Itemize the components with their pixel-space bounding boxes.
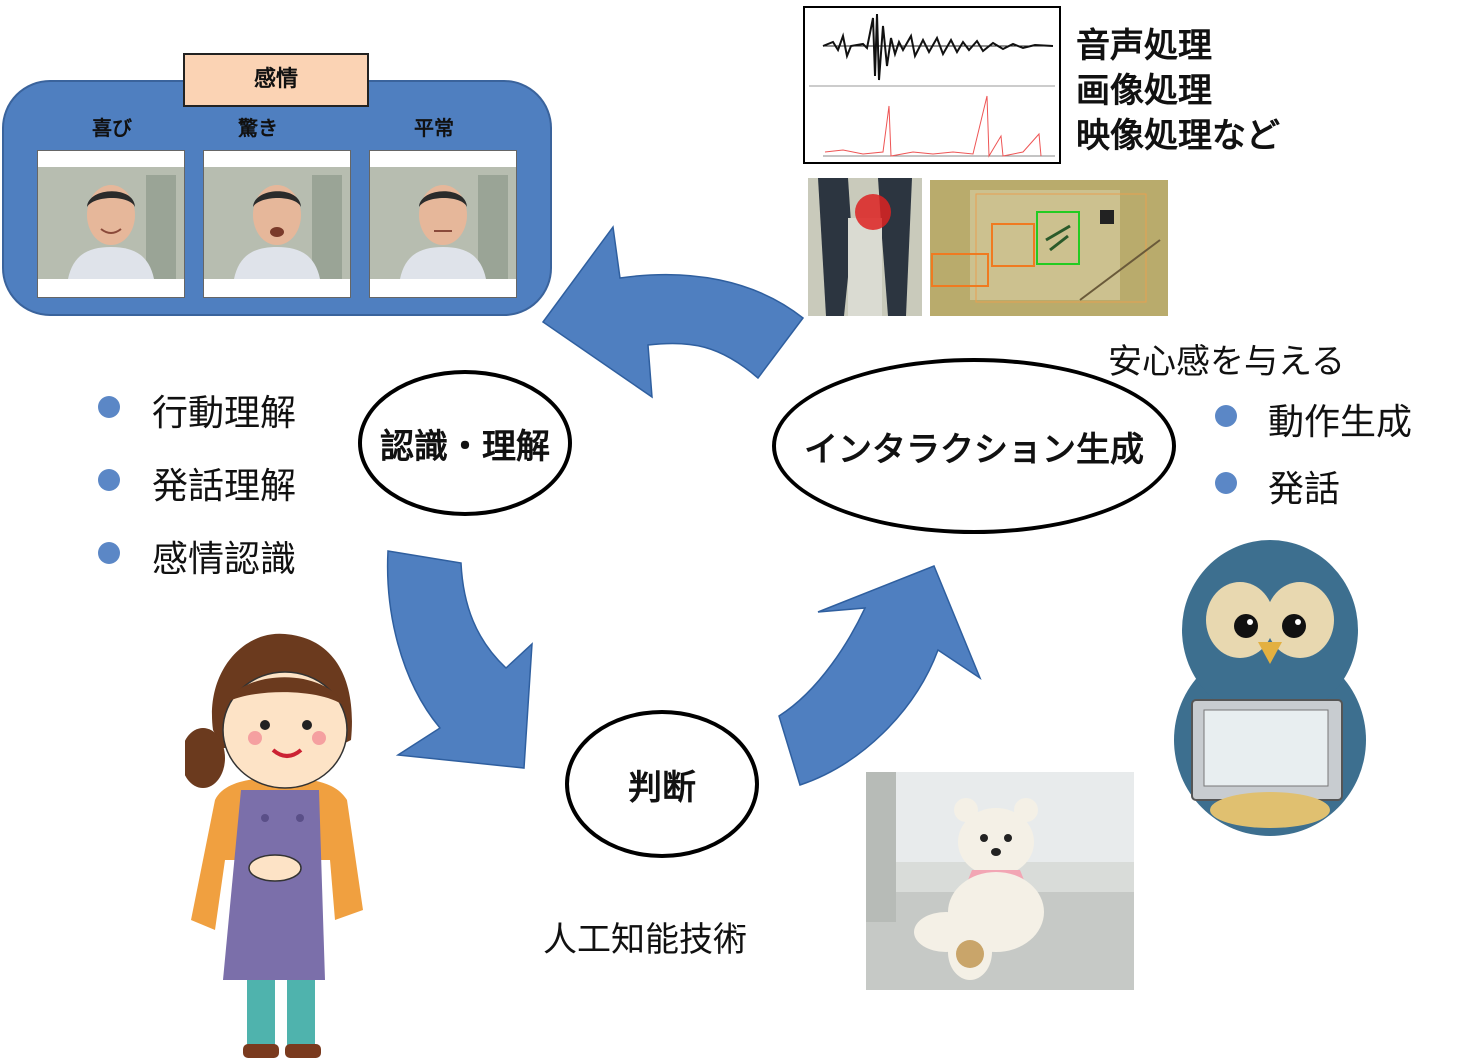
teddy-bear-photo [866,772,1134,990]
face-photo-surprise [203,150,351,298]
emotion-label-surprise: 驚き [238,116,278,140]
reassurance-caption: 安心感を与える [1108,342,1345,382]
node-interaction-label: インタラクション生成 [804,429,1144,470]
emotion-title: 感情 [183,53,369,107]
node-judgment-label: 判断 [628,767,696,808]
emotion-label-joy: 喜び [92,116,132,140]
node-interaction: インタラクション生成 [772,358,1176,534]
recognition-bullet-dot [98,542,120,564]
recognition-bullet-dot [98,396,120,418]
audio-waveform-image [803,6,1061,164]
processing-line-audio: 音声処理 [1076,26,1212,66]
interaction-bullet-dot [1215,472,1237,494]
recognition-bullet-behavior: 行動理解 [152,393,297,434]
recognition-bullet-emotion: 感情認識 [152,539,297,580]
interaction-bullet-dot [1215,405,1237,427]
emotion-label-neutral: 平常 [414,116,454,140]
person-tracking-photo [808,178,922,316]
ai-technology-caption: 人工知能技術 [543,920,747,960]
processing-line-video: 映像処理など [1076,116,1280,156]
woman-illustration [185,633,363,1058]
face-photo-joy [37,150,185,298]
node-recognition-label: 認識・理解 [380,426,550,467]
interaction-bullet-utterance: 発話 [1268,469,1341,510]
processing-line-image: 画像処理 [1076,71,1212,111]
arrow-recognition-to-judgment [386,550,533,769]
node-judgment: 判断 [565,710,759,858]
face-photo-neutral [369,150,517,298]
arrow-top [541,225,805,399]
node-recognition: 認識・理解 [358,370,572,516]
owl-robot-photo [1174,540,1366,836]
recognition-bullet-speech: 発話理解 [152,466,297,507]
recognition-bullet-dot [98,469,120,491]
interaction-bullet-motion: 動作生成 [1268,402,1413,443]
arrow-judgment-to-interaction [778,565,982,786]
object-detection-photo [930,180,1168,316]
